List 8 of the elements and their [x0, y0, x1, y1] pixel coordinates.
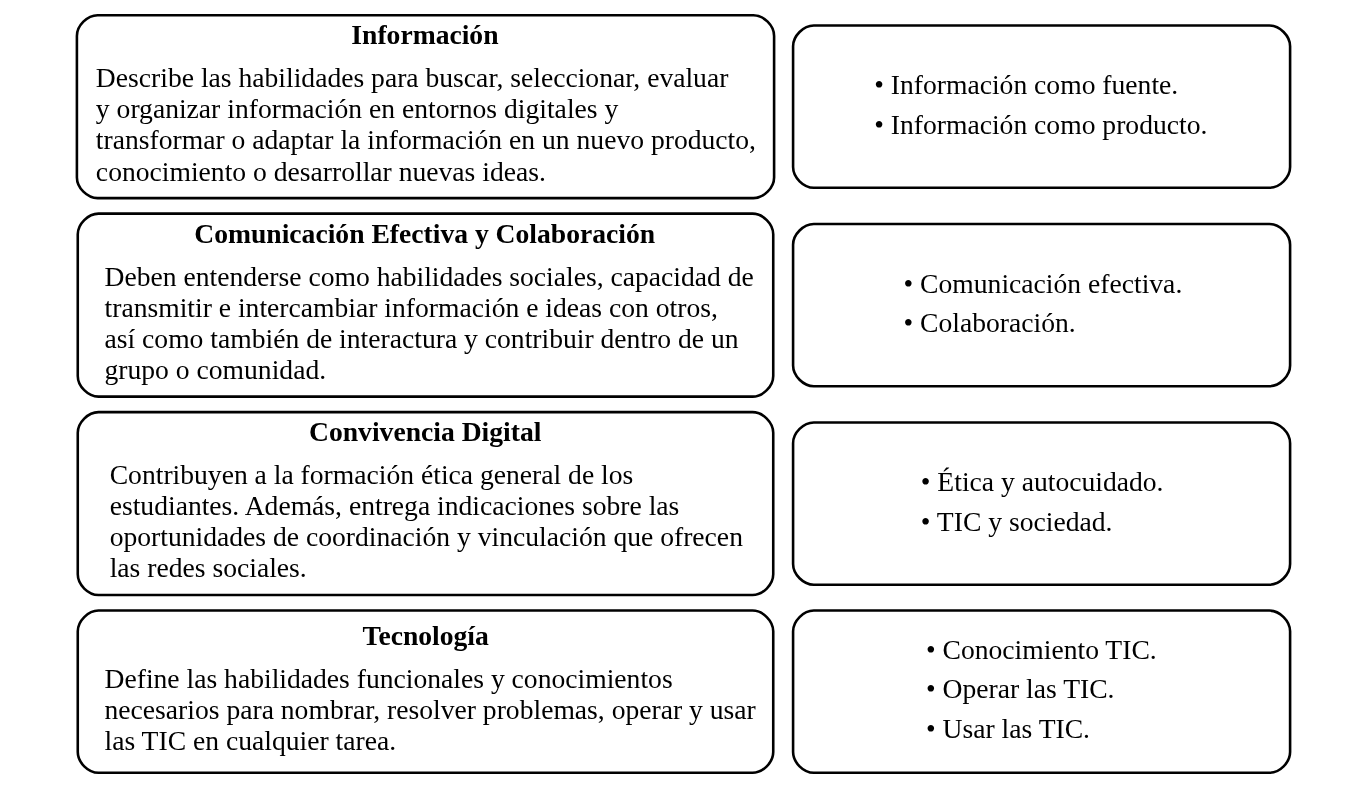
node-box: Comunicación Efectiva y Colaboración Deben entenderse como habilidades sociales, capacidad de transmitir e intercambiar información e ideas con otros, así como también de interactura y contribuir dentro de un grupo o comunidad.	[76, 212, 775, 398]
node-box: Tecnología Define las habilidades funcionales y conocimientos necesarios para nombrar, resolver problemas, operar y usar las TIC en cualquier tarea.	[76, 609, 775, 775]
node-box: • Comunicación efectiva. • Colaboración.	[791, 222, 1292, 388]
node-box: • Información como fuente. • Información como producto.	[791, 24, 1292, 190]
node-box: Convivencia Digital Contribuyen a la formación ética general de los estudiantes. Además, entrega indicaciones sobre las oportunidades de coordinación y vinculación que ofrecen las redes sociales.	[76, 410, 775, 597]
node-box: Información Describe las habilidades para buscar, seleccionar, evaluar y organizar información en entornos digitales y transformar o adaptar la información en un nuevo producto, conocimiento o desarrollar nuevas ideas.	[75, 13, 776, 200]
node-box: • Ética y autocuidado. • TIC y sociedad.	[791, 421, 1292, 586]
node-box: • Conocimiento TIC. • Operar las TIC. • Usar las TIC.	[791, 609, 1292, 775]
